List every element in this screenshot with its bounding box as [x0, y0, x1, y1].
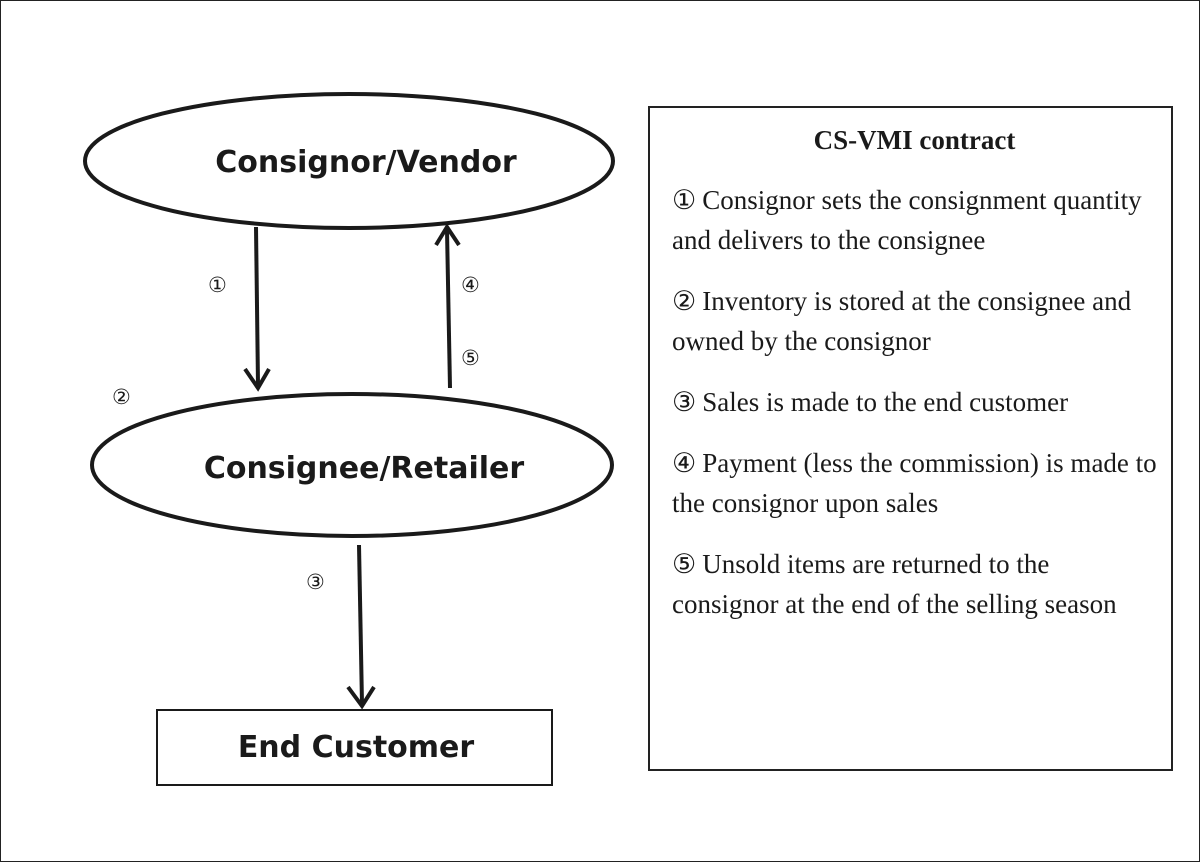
item-marker: ①	[672, 185, 697, 215]
contract-title: CS-VMI contract	[813, 125, 1016, 155]
item-marker: ③	[672, 387, 697, 417]
arrow-step1	[243, 226, 271, 392]
item-text: Sales is made to the end customer	[702, 387, 1069, 417]
end-customer-node: End Customer	[156, 709, 553, 786]
item-text: Unsold items are returned to the consign…	[672, 549, 1117, 619]
consignor-node: Consignor/Vendor	[83, 92, 615, 230]
item-text: Payment (less the commission) is made to…	[672, 448, 1157, 518]
end-customer-label: End Customer	[238, 730, 475, 765]
flow-diagram: Consignor/Vendor Consignee/Retailer End …	[83, 92, 615, 786]
consignee-label: Consignee/Retailer	[204, 451, 525, 486]
consignee-node: Consignee/Retailer	[90, 392, 614, 538]
item-marker: ⑤	[672, 549, 697, 579]
arrow-step4-5	[434, 223, 461, 389]
step2-label: ②	[112, 385, 131, 409]
item-text: Inventory is stored at the consignee and…	[672, 286, 1132, 356]
step3-label: ③	[306, 570, 325, 594]
step5-label: ⑤	[461, 346, 480, 370]
item-marker: ④	[672, 448, 697, 478]
item-text: Consignor sets the consignment quantity …	[672, 185, 1142, 255]
arrow-step3	[346, 544, 376, 710]
item-marker: ②	[672, 286, 697, 316]
consignor-label: Consignor/Vendor	[215, 145, 517, 180]
step4-label: ④	[461, 273, 480, 297]
step1-label: ①	[208, 273, 227, 297]
